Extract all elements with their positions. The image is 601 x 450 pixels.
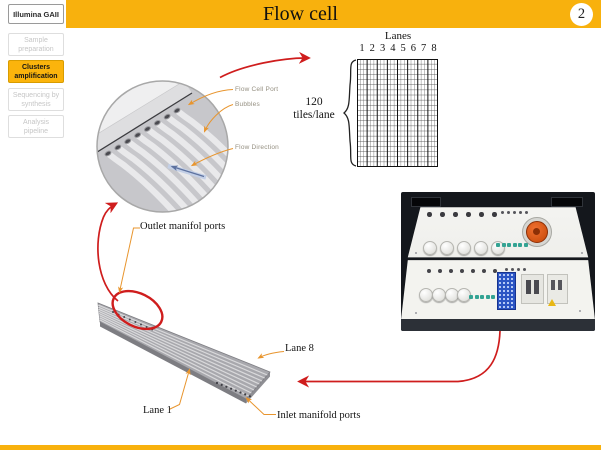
teal-led	[480, 295, 484, 299]
teal-led	[507, 243, 511, 247]
flowcell-side-face	[100, 322, 246, 404]
valve-knob	[466, 212, 471, 217]
mini-fitting	[511, 268, 514, 271]
lanes-title: Lanes	[384, 30, 412, 42]
mini-fitting	[507, 211, 510, 214]
sidebar-item-illumina-gaii[interactable]: Illumina GAII	[8, 4, 64, 24]
mini-fitting	[501, 211, 504, 214]
white-knob	[457, 241, 471, 255]
valve-knob	[440, 212, 445, 217]
zoom-circle-outline	[96, 80, 229, 213]
screw	[415, 252, 417, 254]
screw	[581, 252, 583, 254]
arrow-flowcell-to-zoom-circle	[97, 202, 119, 302]
instrument-top-slot-right	[551, 197, 583, 207]
lane1-label: Lane 1	[143, 405, 172, 416]
inlet-ports-label: Inlet manifold ports	[277, 410, 361, 421]
instrument-base	[401, 319, 595, 331]
valve-knob	[438, 269, 442, 273]
tiles-per-lane-label: 120 tiles/lane	[293, 96, 335, 121]
connector-inlet-ports	[245, 397, 276, 415]
connector-lane8	[257, 351, 285, 359]
teal-led	[496, 243, 500, 247]
flow-cell-port-label: Flow Cell Port	[235, 86, 279, 93]
flowcell-outlet-dots	[112, 311, 154, 331]
inset-ports	[104, 107, 181, 157]
sidebar-item-sample-preparation[interactable]: Sample preparation	[8, 33, 64, 56]
teal-led	[501, 243, 506, 247]
mini-fitting	[525, 211, 528, 214]
bubbles-label: Bubbles	[235, 101, 260, 108]
instrument-photo	[401, 192, 595, 331]
flow-direction-label: Flow Direction	[235, 144, 279, 151]
white-knob	[423, 241, 437, 255]
mini-fitting	[517, 268, 520, 271]
connector-flow-cell-port	[187, 89, 234, 106]
connector-outlet-ports	[118, 227, 140, 294]
connector-bubbles	[203, 104, 234, 133]
module-b-slot	[551, 280, 555, 290]
white-knob	[440, 241, 454, 255]
outlet-ports-label: Outlet manifol ports	[140, 221, 226, 232]
valve-knob	[460, 269, 464, 273]
lane8-label: Lane 8	[285, 343, 314, 354]
teal-led	[469, 295, 473, 299]
valve-knob	[449, 269, 453, 273]
flowcell-inlet-dots	[215, 381, 251, 398]
mini-fitting	[505, 268, 508, 271]
valve-knob	[482, 269, 486, 273]
page-number-badge: 2	[570, 3, 593, 26]
screw	[579, 310, 581, 312]
red-knob-core	[532, 227, 540, 235]
bottom-accent-bar	[0, 445, 601, 450]
teal-led	[474, 295, 479, 299]
inset-top-band	[97, 81, 192, 159]
tile-grid-svg	[357, 59, 438, 167]
flow-direction-arrow	[170, 165, 205, 178]
module-b-slot	[558, 280, 562, 290]
teal-led	[523, 243, 528, 247]
valve-knob	[427, 269, 431, 273]
teal-led	[518, 243, 522, 247]
blue-module	[497, 272, 516, 310]
tiles-brace	[342, 59, 357, 167]
mini-fitting	[513, 211, 516, 214]
screw	[415, 312, 417, 314]
teal-led	[491, 295, 495, 299]
valve-knob	[492, 212, 497, 217]
lane-numbers: 1 2 3 4 5 6 7 8	[359, 43, 437, 54]
page-title: Flow cell	[263, 3, 338, 25]
valve-knob	[427, 212, 432, 217]
arrow-instrument-to-flowcell	[297, 330, 501, 388]
sidebar-item-analysis-pipeline[interactable]: Analysis pipeline	[8, 115, 64, 138]
mini-fitting	[523, 268, 526, 271]
header-bar	[66, 0, 601, 28]
connector-flow-direction	[190, 148, 234, 167]
module-a-slot	[534, 280, 539, 294]
mini-fitting	[519, 211, 522, 214]
flowcell-end-face	[246, 372, 270, 404]
white-knob	[474, 241, 488, 255]
sidebar-item-sequencing-by-synthesis[interactable]: Sequencing by synthesis	[8, 88, 64, 111]
instrument-top-slot-left	[411, 197, 441, 207]
warning-triangle-icon	[548, 299, 556, 306]
teal-led	[512, 243, 517, 247]
arrow-circle-to-grid	[219, 51, 311, 79]
valve-knob	[479, 212, 484, 217]
sidebar-item-clusters-amplification[interactable]: Clusters amplification	[8, 60, 64, 83]
valve-knob	[493, 269, 497, 273]
flowcell-zoom-inset	[96, 80, 229, 213]
valve-knob	[453, 212, 458, 217]
valve-knob	[471, 269, 475, 273]
connector-lane1	[168, 368, 191, 410]
module-a-slot	[526, 280, 531, 294]
teal-led	[485, 295, 490, 299]
